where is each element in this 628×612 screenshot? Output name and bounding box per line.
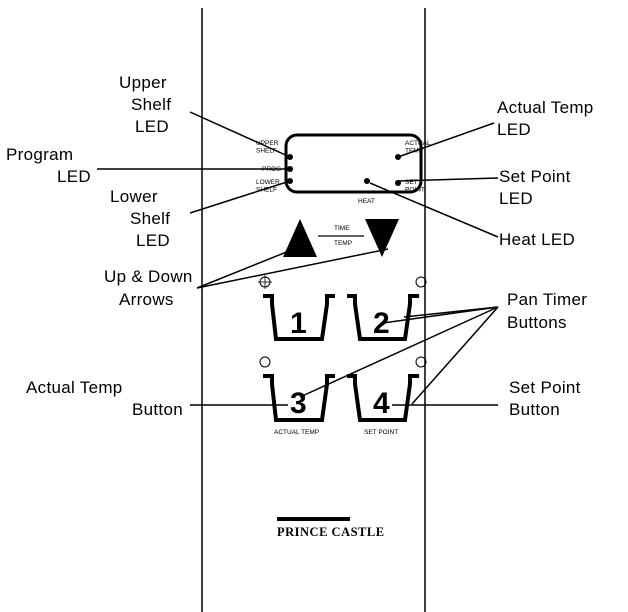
button1-indicator-led	[258, 275, 272, 289]
up-down-arrows-callout: Up & Down Arrows	[104, 267, 198, 309]
program-led-callout: Program LED	[6, 145, 91, 186]
button-1-number: 1	[290, 307, 307, 340]
program-led	[287, 166, 293, 172]
display-window	[284, 133, 423, 194]
upper-shelf-led-callout: Upper Shelf LED	[119, 73, 176, 136]
actual-temp-button-label: ACTUAL TEMP	[274, 429, 319, 436]
brand-logo: PRINCE CASTLE	[277, 525, 385, 539]
heat-led-callout: Heat LED	[499, 230, 575, 249]
heat-led	[364, 178, 370, 184]
temp-label: TEMP	[334, 240, 352, 247]
pan-timer-button-3[interactable]	[263, 374, 335, 422]
time-label: TIME	[334, 225, 350, 232]
button-4-number: 4	[373, 387, 390, 420]
set-point-button-label: SET POINT	[364, 429, 398, 436]
pan-timer-button-4[interactable]	[347, 374, 419, 422]
pan-timer-button-1[interactable]	[263, 294, 335, 341]
button2-indicator-led	[415, 276, 427, 288]
button-3-number: 3	[290, 387, 307, 420]
down-arrow-button[interactable]	[365, 219, 399, 257]
button3-indicator-led	[259, 356, 271, 368]
heat-label: HEAT	[358, 198, 375, 205]
set-point-button-callout: Set Point Button	[509, 378, 586, 419]
leader-lines	[97, 111, 499, 406]
pan-timer-button-2[interactable]	[347, 294, 419, 341]
lower-shelf-led-callout: Lower Shelf LED	[110, 187, 175, 250]
pan-timer-buttons-callout: Pan Timer Buttons	[507, 290, 592, 332]
actual-temp-led-callout: Actual Temp LED	[497, 98, 599, 139]
button-2-number: 2	[373, 307, 390, 340]
up-arrow-button[interactable]	[283, 219, 317, 257]
button4-indicator-led	[415, 356, 427, 368]
brand-bar	[277, 517, 350, 521]
set-point-led-callout: Set Point LED	[499, 167, 576, 208]
actual-temp-button-callout: Actual Temp Button	[26, 378, 183, 419]
